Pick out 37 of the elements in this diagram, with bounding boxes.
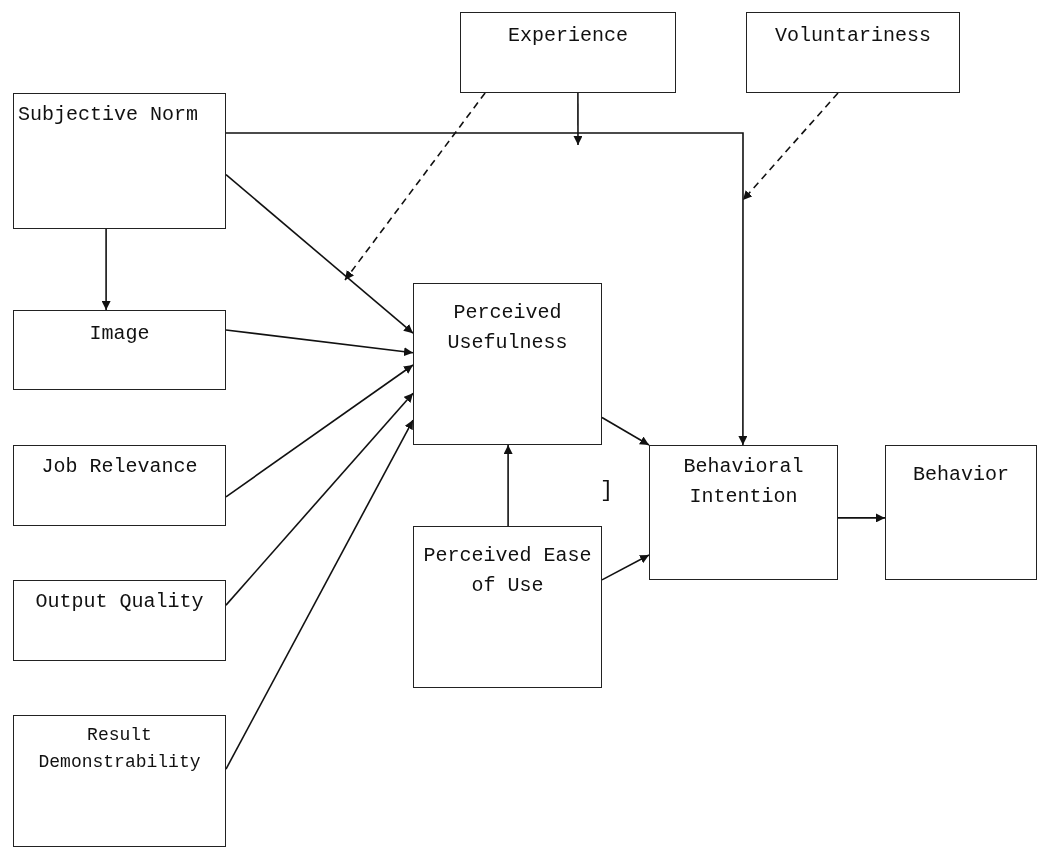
concept-box xyxy=(13,715,226,847)
box-label: Image xyxy=(89,321,150,347)
arrow xyxy=(573,92,583,146)
arrow xyxy=(225,173,414,334)
arrow xyxy=(601,416,650,446)
concept-box xyxy=(13,93,226,229)
box-label: Voluntariness xyxy=(775,23,931,49)
arrow xyxy=(225,329,414,357)
concept-box xyxy=(746,12,960,93)
concept-box xyxy=(13,310,226,390)
box-label: Job Relevance xyxy=(41,454,198,480)
box-label: Behavior xyxy=(913,462,1009,488)
dashed-arrow xyxy=(344,92,486,281)
arrow xyxy=(225,132,748,446)
box-label: Perceived Usefulness xyxy=(446,300,569,356)
box-label: Subjective Norm xyxy=(18,102,199,128)
arrow xyxy=(601,554,650,581)
arrow xyxy=(225,364,414,498)
concept-box xyxy=(413,526,602,688)
concept-box xyxy=(13,580,226,661)
concept-box xyxy=(460,12,676,93)
box-label: Result Demonstrability xyxy=(37,724,202,774)
dashed-arrow xyxy=(742,92,839,201)
arrow xyxy=(837,513,886,523)
arrow xyxy=(225,392,414,606)
arrow xyxy=(101,228,111,311)
bracket-mark: ] xyxy=(600,478,614,503)
arrow xyxy=(503,444,513,527)
arrow xyxy=(225,419,414,770)
concept-box xyxy=(13,445,226,526)
concept-box xyxy=(885,445,1037,580)
box-label: Output Quality xyxy=(35,589,204,615)
concept-box xyxy=(413,283,602,445)
box-label: Behavioral Intention xyxy=(682,454,805,510)
box-label: Experience xyxy=(508,23,628,49)
concept-box xyxy=(649,445,838,580)
box-label: Perceived Ease of Use xyxy=(422,543,593,599)
